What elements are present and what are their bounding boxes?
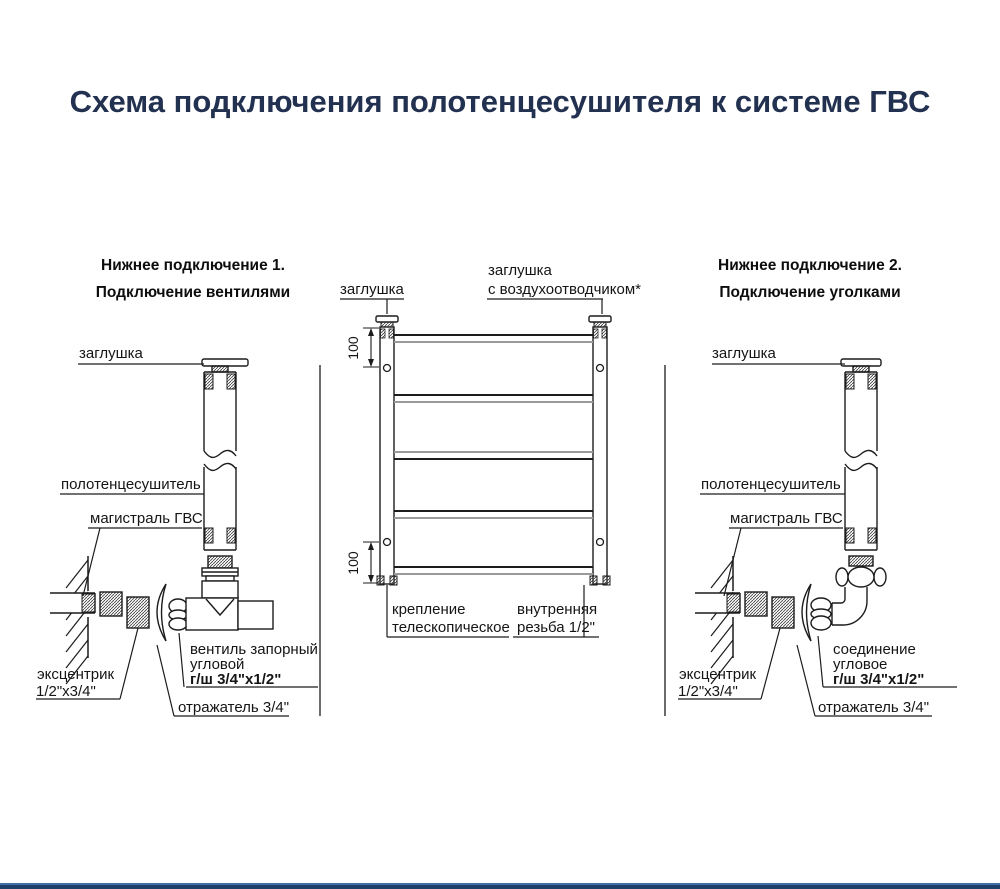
left-towel-rail-label: полотенцесушитель [61, 476, 201, 493]
center-cap-left-drawing [375, 315, 399, 328]
ladder-rails [376, 326, 611, 586]
left-valve-label-2: угловой [190, 656, 244, 673]
left-leader-lines [36, 363, 321, 717]
footer-bar-base [0, 885, 1000, 889]
right-elbow-drawing [810, 555, 887, 631]
right-heading-1: Нижнее подключение 2. [718, 257, 902, 274]
page-title: Схема подключения полотенцесушителя к си… [70, 84, 931, 119]
center-cap-right-label-1: заглушка [488, 262, 553, 279]
dimension-top [363, 327, 379, 368]
footer-bar [0, 883, 1000, 889]
right-towel-rail-label: полотенцесушитель [701, 476, 841, 493]
right-cap-label: заглушка [712, 345, 777, 362]
dimension-bottom [363, 541, 379, 584]
right-heading-2: Подключение уголками [719, 284, 900, 301]
right-leader-lines [664, 363, 957, 717]
mount-label-1: крепление [392, 601, 465, 618]
left-wall [65, 556, 89, 685]
left-connection-drawing [36, 358, 321, 717]
left-reflector-drawing [156, 583, 167, 642]
right-cap-drawing [840, 358, 882, 373]
right-union-label-2: угловое [833, 656, 887, 673]
left-cap-drawing [201, 358, 249, 373]
ladder-rungs [394, 334, 593, 575]
dimension-bottom-value: 100 [345, 551, 361, 575]
right-section-labels: Нижнее подключение 2. Подключение уголка… [678, 257, 929, 716]
left-cap-label: заглушка [79, 345, 144, 362]
center-cap-right-drawing [588, 315, 612, 328]
left-eccentric-label-2: 1/2"x3/4" [36, 683, 96, 700]
left-eccentric-label-1: эксцентрик [37, 666, 115, 683]
right-eccentric-label-2: 1/2"x3/4" [678, 683, 738, 700]
left-heading-2: Подключение вентилями [96, 284, 290, 301]
left-eccentric-drawing [99, 591, 150, 629]
dimension-top-value: 100 [345, 336, 361, 360]
left-valve-label-3: г/ш 3/4"x1/2" [190, 671, 281, 688]
center-section-labels: заглушка заглушка с воздухоотводчиком* 1… [340, 262, 641, 636]
right-reflector-drawing [801, 583, 812, 642]
left-valve-drawing [168, 555, 274, 631]
right-union-label-1: соединение [833, 641, 916, 658]
center-towel-rail-drawing [340, 298, 612, 638]
right-eccentric-label-1: эксцентрик [679, 666, 757, 683]
left-reflector-label: отражатель 3/4" [178, 699, 289, 716]
thread-label-1: внутренняя [517, 601, 597, 618]
thread-label-2: резьба 1/2" [517, 619, 595, 636]
left-section-labels: Нижнее подключение 1. Подключение вентил… [36, 257, 318, 716]
right-union-label-3: г/ш 3/4"x1/2" [833, 671, 924, 688]
left-hws-main-label: магистраль ГВС [90, 510, 203, 527]
left-heading-1: Нижнее подключение 1. [101, 257, 285, 274]
footer-bar-highlight [0, 883, 1000, 886]
mount-label-2: телескопическое [392, 619, 510, 636]
mount-holes [382, 363, 605, 547]
left-towel-rail-pipe [203, 371, 237, 551]
left-supply-pipe [50, 592, 96, 614]
right-hws-main-label: магистраль ГВС [730, 510, 843, 527]
center-cap-left-label: заглушка [340, 281, 405, 298]
right-eccentric-drawing [744, 591, 795, 629]
center-cap-right-label-2: с воздухоотводчиком* [488, 281, 641, 298]
right-towel-rail-pipe [844, 371, 878, 551]
right-supply-pipe [695, 592, 741, 614]
center-leader-lines [340, 298, 603, 638]
left-valve-label-1: вентиль запорный [190, 641, 318, 658]
right-connection-drawing [664, 358, 957, 717]
right-reflector-label: отражатель 3/4" [818, 699, 929, 716]
